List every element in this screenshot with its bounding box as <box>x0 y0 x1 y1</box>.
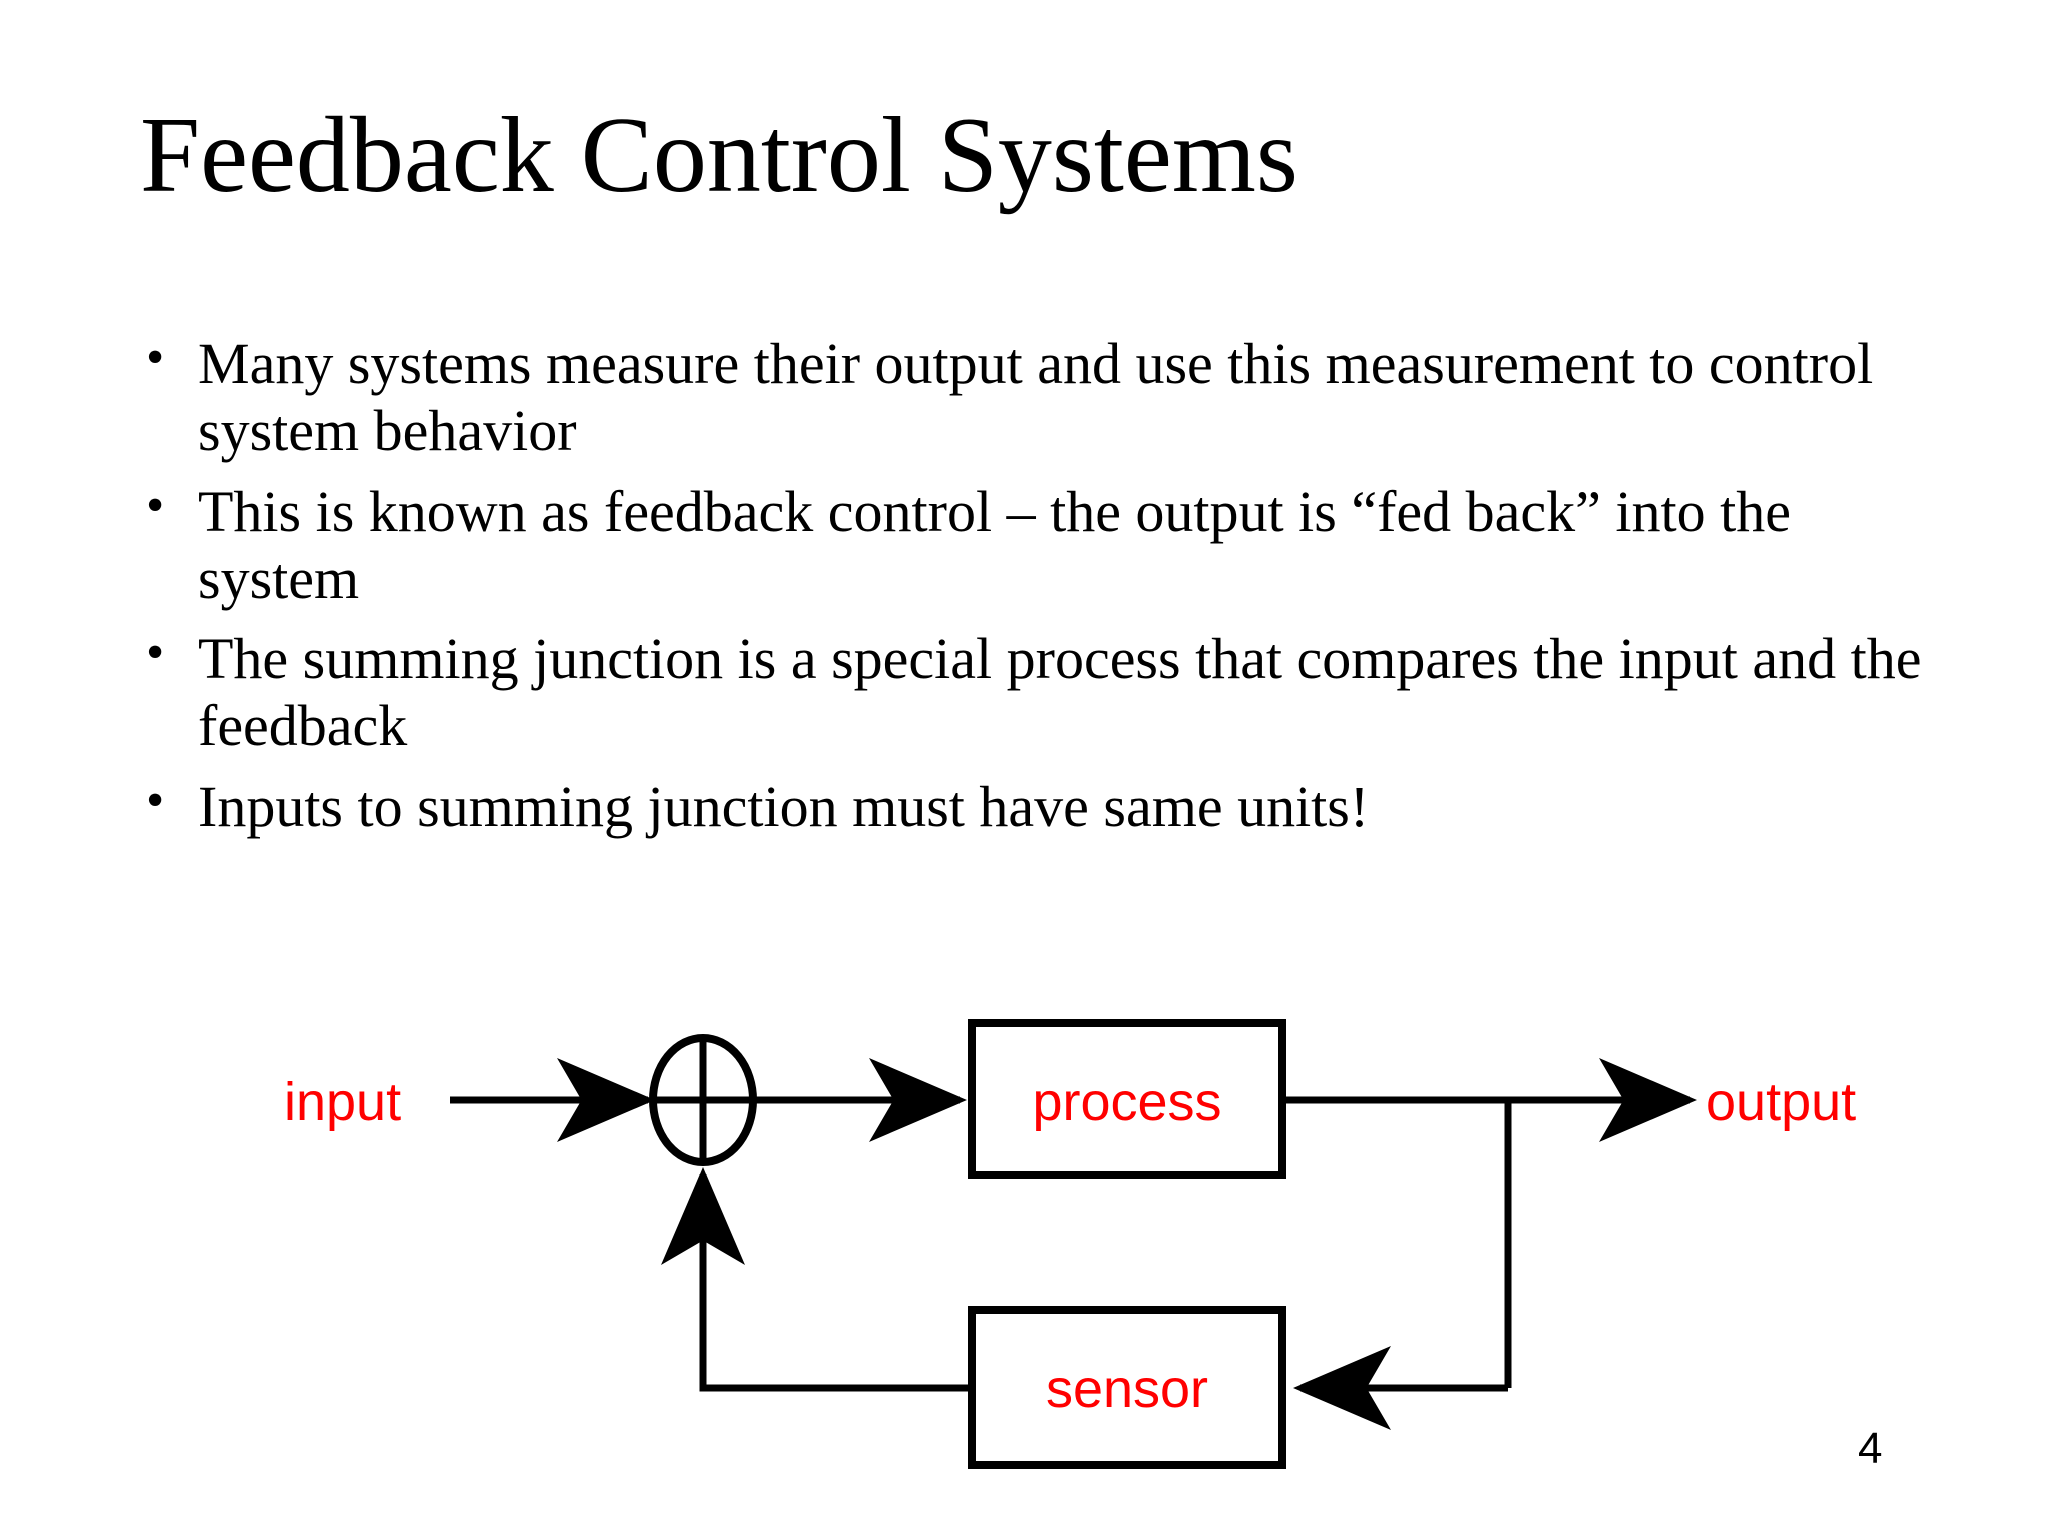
bullet-marker-icon: • <box>146 624 165 682</box>
bullet-list: • Many systems measure their output and … <box>136 329 1926 853</box>
bullet-marker-icon: • <box>146 476 165 534</box>
diagram-label-process: process <box>1032 1072 1221 1132</box>
page-title: Feedback Control Systems <box>140 96 1298 216</box>
bullet-marker-icon: • <box>146 771 165 829</box>
summing-junction-icon <box>649 1034 757 1166</box>
arrow-sensor-to-summing-junction <box>661 1167 972 1392</box>
diagram-label-sensor: sensor <box>1046 1359 1208 1419</box>
list-item: • This is known as feedback control – th… <box>136 476 1926 613</box>
list-item: • Many systems measure their output and … <box>136 329 1926 465</box>
list-item-text: Many systems measure their output and us… <box>198 331 1874 464</box>
diagram-label-input: input <box>284 1072 401 1132</box>
bullet-marker-icon: • <box>146 329 165 386</box>
page-number: 4 <box>1858 1424 1883 1473</box>
list-item: • Inputs to summing junction must have s… <box>136 771 1926 840</box>
list-item-text: Inputs to summing junction must have sam… <box>198 773 1370 839</box>
list-item-text: This is known as feedback control – the … <box>198 478 1791 611</box>
list-item: • The summing junction is a special proc… <box>136 624 1926 760</box>
process-box <box>968 1019 1286 1179</box>
feedback-control-block-diagram: input process output sensor <box>0 960 2048 1480</box>
list-item-text: The summing junction is a special proces… <box>198 626 1922 759</box>
diagram-label-output: output <box>1706 1072 1856 1132</box>
